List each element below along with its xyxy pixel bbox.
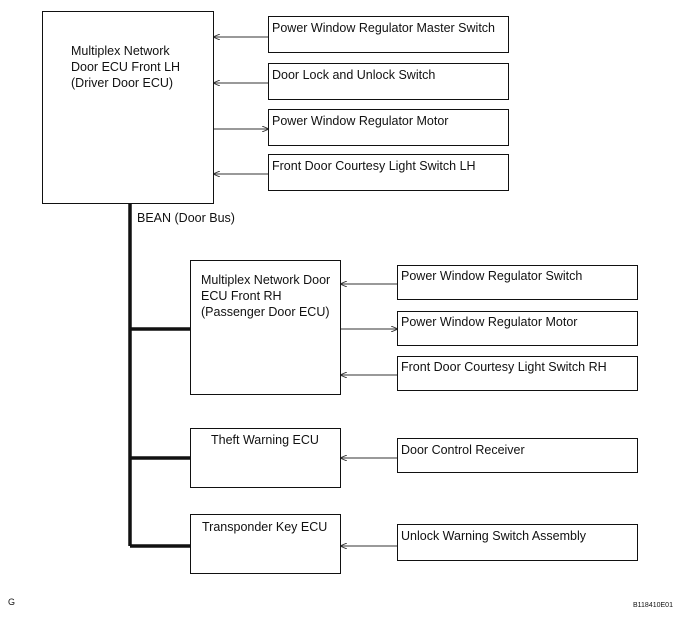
- bean-bus-label: BEAN (Door Bus): [137, 211, 235, 225]
- passenger-motor-box: Power Window Regulator Motor: [397, 311, 638, 346]
- driver-motor-label: Power Window Regulator Motor: [272, 114, 449, 128]
- driver-motor-box: Power Window Regulator Motor: [268, 109, 509, 146]
- courtesy-lh-box: Front Door Courtesy Light Switch LH: [268, 154, 509, 191]
- courtesy-lh-label: Front Door Courtesy Light Switch LH: [272, 159, 476, 173]
- door-control-receiver-label: Door Control Receiver: [401, 443, 525, 457]
- door-lock-switch-box: Door Lock and Unlock Switch: [268, 63, 509, 100]
- courtesy-rh-label: Front Door Courtesy Light Switch RH: [401, 360, 607, 374]
- transponder-key-ecu-box: Transponder Key ECU: [190, 514, 341, 574]
- door-control-receiver-box: Door Control Receiver: [397, 438, 638, 473]
- footer-left-mark: G: [8, 597, 16, 607]
- unlock-warning-switch-box: Unlock Warning Switch Assembly: [397, 524, 638, 561]
- passenger-motor-label: Power Window Regulator Motor: [401, 315, 578, 329]
- unlock-warning-switch-label: Unlock Warning Switch Assembly: [401, 529, 587, 543]
- transponder-key-ecu-label: Transponder Key ECU: [202, 520, 328, 534]
- driver-door-ecu-label: Multiplex Network Door ECU Front LH (Dri…: [71, 44, 181, 90]
- window-switch-label: Power Window Regulator Switch: [401, 269, 583, 283]
- passenger-door-ecu-label: Multiplex Network Door ECU Front RH (Pas…: [201, 273, 331, 319]
- theft-warning-ecu-label: Theft Warning ECU: [211, 433, 319, 447]
- window-switch-box: Power Window Regulator Switch: [397, 265, 638, 300]
- door-lock-switch-label: Door Lock and Unlock Switch: [272, 68, 436, 82]
- courtesy-rh-box: Front Door Courtesy Light Switch RH: [397, 356, 638, 391]
- passenger-door-ecu-box: Multiplex Network Door ECU Front RH (Pas…: [190, 260, 341, 395]
- footer-figure-code: B118410E01: [633, 602, 673, 609]
- master-switch-label: Power Window Regulator Master Switch: [272, 21, 495, 35]
- driver-door-ecu-box: Multiplex Network Door ECU Front LH (Dri…: [42, 11, 214, 204]
- theft-warning-ecu-box: Theft Warning ECU: [190, 428, 341, 488]
- master-switch-box: Power Window Regulator Master Switch: [268, 16, 509, 53]
